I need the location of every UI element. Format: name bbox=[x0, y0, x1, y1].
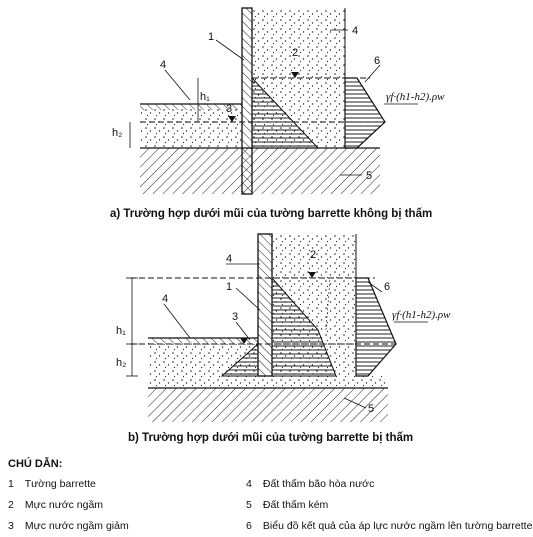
diagram-b: 1 2 3 4 4 5 6 h₁ h₂ γf·(h1-h2).ρw b) Trư… bbox=[116, 233, 451, 444]
pressure-triangle-b-left bbox=[220, 342, 259, 377]
legend-num: 2 bbox=[8, 499, 14, 511]
label-4-left-a: 4 bbox=[160, 59, 166, 71]
legend-num: 5 bbox=[246, 499, 252, 511]
soil-4-left-a bbox=[140, 108, 242, 148]
label-4-left-b: 4 bbox=[162, 293, 168, 305]
legend-item-5: 5 Đất thấm kém bbox=[246, 499, 328, 511]
label-4-top-b: 4 bbox=[226, 253, 232, 265]
soil-5-a bbox=[140, 148, 380, 194]
label-6-b: 6 bbox=[384, 281, 390, 293]
legend-text: Mực nước ngầm bbox=[24, 499, 104, 511]
legend-title: CHÚ DẪN: bbox=[8, 458, 63, 470]
label-1-a: 1 bbox=[208, 31, 214, 43]
legend-num: 1 bbox=[8, 478, 14, 490]
label-h2-a: h₂ bbox=[112, 127, 122, 139]
label-4-right-a: 4 bbox=[352, 25, 358, 37]
label-1-b: 1 bbox=[226, 281, 232, 293]
barrette-wall-b bbox=[257, 233, 273, 377]
legend-item-3: 3 Mực nước ngầm giảm bbox=[8, 520, 129, 532]
legend-text: Biểu đồ kết quả của áp lực nước ngầm lên… bbox=[262, 520, 533, 532]
pressure-triangle-a bbox=[251, 76, 320, 149]
legend-item-1: 1 Tường barrette bbox=[8, 478, 96, 490]
legend-num: 3 bbox=[8, 520, 14, 532]
legend-text: Mực nước ngầm giảm bbox=[24, 520, 129, 532]
label-5-a: 5 bbox=[366, 170, 372, 182]
caption-a: a) Trường hợp dưới mũi của tường barrett… bbox=[110, 208, 432, 220]
legend-item-6: 6 Biểu đồ kết quả của áp lực nước ngầm l… bbox=[246, 520, 532, 532]
diagram-a: 1 2 3 4 4 5 6 h₁ h₂ γf·(h1-h2).ρw a) Trư… bbox=[110, 7, 445, 220]
legend-item-4: 4 Đất thấm bão hòa nước bbox=[246, 478, 374, 490]
legend-text: Đất thấm bão hòa nước bbox=[262, 478, 375, 490]
legend-text: Đất thấm kém bbox=[262, 499, 329, 511]
label-5-b: 5 bbox=[368, 403, 374, 415]
label-h1-a: h₁ bbox=[200, 91, 210, 103]
label-2-a: 2 bbox=[292, 47, 298, 59]
label-6-a: 6 bbox=[374, 55, 380, 67]
label-h1-b: h₁ bbox=[116, 325, 126, 337]
label-3-a: 3 bbox=[226, 103, 232, 115]
caption-b: b) Trường hợp dưới mũi của tường barrett… bbox=[128, 432, 413, 444]
barrette-wall-a bbox=[241, 7, 253, 195]
legend-text: Tường barrette bbox=[24, 478, 96, 490]
pressure-diagram-6-a bbox=[344, 77, 386, 149]
legend-num: 4 bbox=[246, 478, 252, 490]
soil-5-b bbox=[148, 388, 388, 422]
label-3-b: 3 bbox=[232, 311, 238, 323]
legend-item-2: 2 Mực nước ngầm bbox=[8, 499, 103, 511]
label-2-b: 2 bbox=[310, 249, 316, 261]
formula-b: γf·(h1-h2).ρw bbox=[392, 309, 451, 321]
formula-a: γf·(h1-h2).ρw bbox=[386, 91, 445, 103]
pressure-triangle-b-right bbox=[271, 276, 337, 377]
label-h2-b: h₂ bbox=[116, 357, 126, 369]
legend-num: 6 bbox=[246, 520, 252, 532]
